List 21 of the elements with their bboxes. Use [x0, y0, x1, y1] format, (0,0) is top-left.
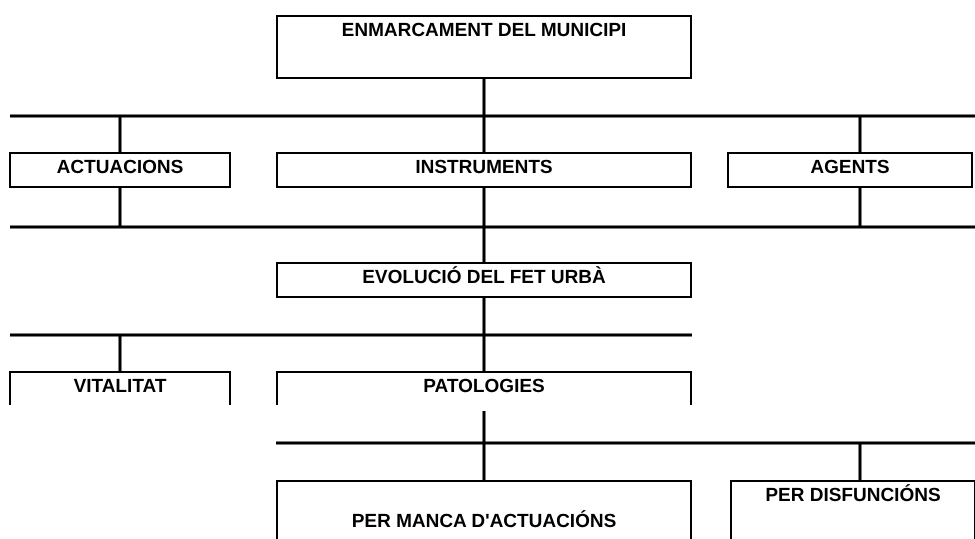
category-box	[9, 152, 231, 188]
box-label: PER DISFUNCIÓNS	[764, 483, 942, 508]
category-box	[9, 371, 231, 405]
category-box	[276, 15, 692, 79]
box-label: PATOLOGIES	[422, 375, 546, 399]
box-label: ENMARCAMENT DEL MUNICIPI	[340, 19, 628, 43]
category-box	[730, 480, 975, 539]
connector-line	[482, 411, 862, 480]
box-label: INSTRUMENTS	[414, 156, 554, 180]
category-box	[276, 152, 692, 188]
category-box	[276, 480, 692, 539]
connector-line	[482, 188, 862, 262]
box-label: VITALITAT	[72, 375, 168, 399]
category-box	[727, 152, 973, 188]
box-label: ACTUACIONS	[56, 156, 184, 180]
box-label: PER MANCA D'ACTUACIÓNS	[350, 509, 618, 534]
category-box	[276, 262, 692, 298]
box-label: EVOLUCIÓ DEL FET URBÀ	[361, 265, 607, 290]
box-label: AGENTS	[809, 156, 891, 180]
connector-line	[482, 79, 862, 152]
category-box	[276, 371, 692, 405]
